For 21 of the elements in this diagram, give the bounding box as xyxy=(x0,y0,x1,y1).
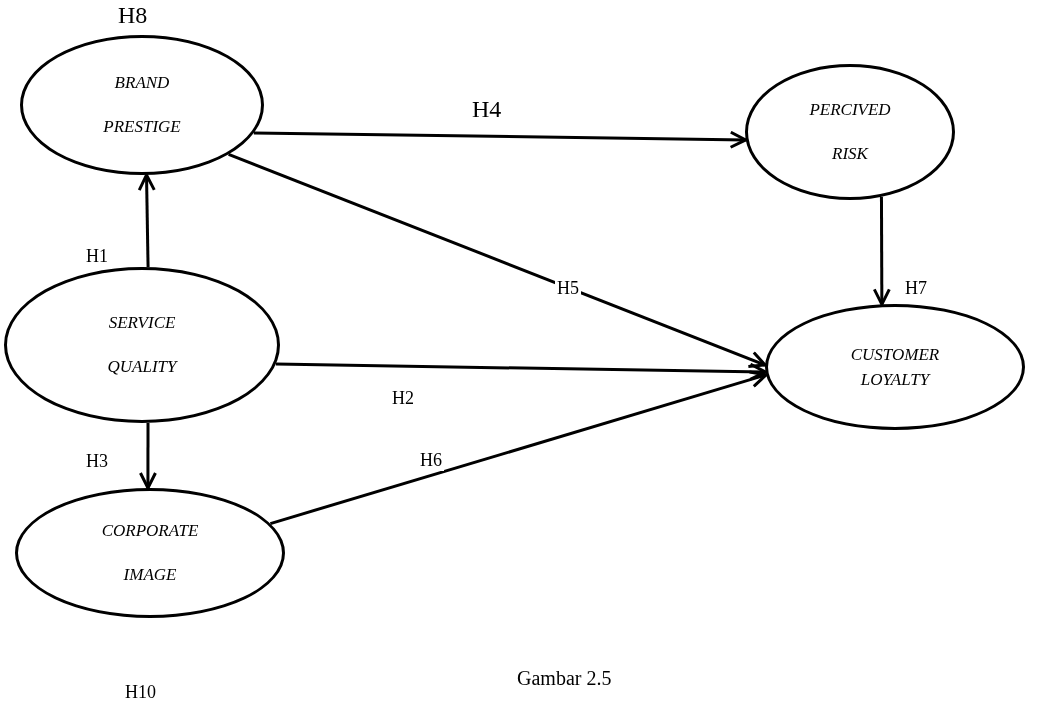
construct-ellipse xyxy=(745,64,955,200)
edge-label: H6 xyxy=(418,450,444,471)
arrow xyxy=(137,173,156,268)
construct-ellipse xyxy=(765,304,1025,430)
caption: Gambar 2.5 xyxy=(517,667,612,690)
construct-name: PERCIVED RISK xyxy=(808,98,892,165)
arrow xyxy=(253,130,748,149)
construct-ellipse xyxy=(20,35,264,175)
hypothesis-label: H10 xyxy=(125,682,156,703)
construct-name: CUSTOMER LOYALTY xyxy=(849,343,941,391)
arrow xyxy=(138,422,157,490)
arrow xyxy=(872,196,891,306)
construct-ellipse xyxy=(4,267,280,423)
construct-name: BRAND PRESTIGE xyxy=(102,71,182,138)
arrow xyxy=(275,362,767,381)
construct-ellipse xyxy=(15,488,285,618)
hypothesis-label: H8 xyxy=(118,2,148,29)
arrow xyxy=(228,152,767,368)
arrow xyxy=(269,370,768,525)
construct-name: CORPORATE IMAGE xyxy=(100,519,200,586)
construct-name: SERVICE QUALITY xyxy=(106,311,179,378)
